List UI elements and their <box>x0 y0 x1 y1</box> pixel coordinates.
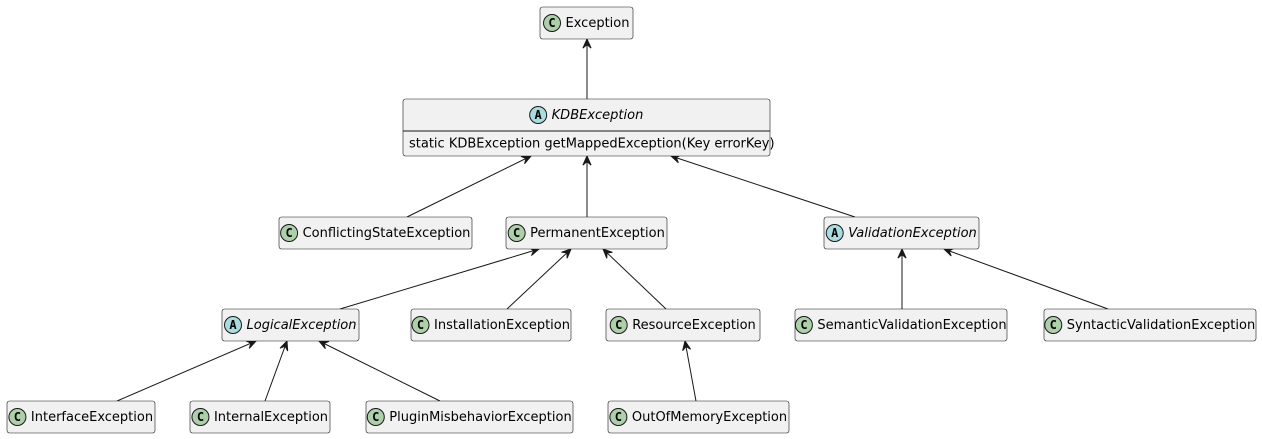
class-box <box>607 400 790 434</box>
class-name: SyntacticValidationException <box>1067 318 1255 333</box>
class-icon: C <box>8 408 27 426</box>
class-conflicting-state-exception: ConflictingStateException C <box>278 216 473 250</box>
arrowhead-icon <box>682 339 692 352</box>
svg-text:C: C <box>800 318 807 332</box>
class-icon: C <box>1044 316 1063 334</box>
arrowhead-icon <box>897 247 907 259</box>
svg-text:C: C <box>197 410 204 424</box>
inheritance-edge <box>669 154 856 218</box>
class-name: LogicalException <box>247 318 357 333</box>
svg-text:C: C <box>548 16 555 30</box>
arrowhead-icon <box>561 248 572 259</box>
class-box <box>505 216 668 250</box>
class-name: Exception <box>566 16 630 31</box>
arrowhead-icon <box>602 248 613 259</box>
class-name: InstallationException <box>434 318 570 333</box>
svg-text:C: C <box>14 410 21 424</box>
class-logical-exception: LogicalException A <box>221 308 360 342</box>
class-resource-exception: ResourceException C <box>605 308 761 342</box>
arrowhead-icon <box>582 154 592 166</box>
inheritance-edge <box>317 340 441 402</box>
svg-text:C: C <box>615 410 622 424</box>
class-name: InterfaceException <box>31 410 153 425</box>
class-box <box>221 308 360 342</box>
arrowhead-icon <box>279 339 289 352</box>
svg-text:C: C <box>513 226 520 240</box>
svg-text:C: C <box>1050 318 1057 332</box>
class-box <box>278 216 473 250</box>
inheritance-edge <box>264 339 289 402</box>
class-box <box>365 400 574 434</box>
class-box <box>6 400 156 434</box>
inheritance-edge <box>897 247 907 309</box>
inheritance-edge <box>406 155 533 218</box>
class-semantic-validation-exception: SemanticValidationException C <box>794 308 1008 342</box>
class-icon: C <box>366 408 385 426</box>
class-plugin-misbehavior-exception: PluginMisbehaviorException C <box>365 400 574 434</box>
class-box <box>402 98 771 157</box>
inheritance-edge <box>942 247 1109 310</box>
inheritance-edge <box>339 247 541 310</box>
class-box <box>539 6 634 40</box>
class-icon: C <box>794 316 813 334</box>
class-out-of-memory-exception: OutOfMemoryException C <box>607 400 790 434</box>
svg-text:C: C <box>417 318 424 332</box>
class-box <box>410 308 572 342</box>
class-name: SemanticValidationException <box>817 318 1006 333</box>
inheritance-edge <box>582 37 592 99</box>
class-member: static KDBException getMappedException(K… <box>409 137 775 152</box>
class-exception: Exception C <box>539 6 634 40</box>
arrowhead-icon <box>582 37 592 49</box>
class-icon: C <box>411 316 430 334</box>
inheritance-edge <box>506 248 572 310</box>
inheritance-edge <box>116 340 258 402</box>
class-name: ConflictingStateException <box>303 226 471 241</box>
inheritance-edge <box>682 339 697 402</box>
inheritance-edges <box>116 37 1109 402</box>
class-icon: C <box>191 408 210 426</box>
class-box <box>1043 308 1257 342</box>
class-box <box>605 308 761 342</box>
class-name: KDBException <box>552 108 644 123</box>
inheritance-edge <box>582 154 592 217</box>
class-interface-exception: InterfaceException C <box>6 400 156 434</box>
abstract-class-icon: A <box>224 316 242 334</box>
abstract-class-icon: A <box>825 224 844 242</box>
svg-text:A: A <box>535 108 543 122</box>
class-icon: C <box>609 408 628 426</box>
svg-text:A: A <box>831 226 839 240</box>
svg-text:C: C <box>285 226 292 240</box>
class-permanent-exception: PermanentException C <box>505 216 668 250</box>
abstract-class-icon: A <box>529 106 548 124</box>
class-icon: C <box>280 224 299 242</box>
class-name: InternalException <box>214 410 328 425</box>
class-icon: C <box>543 14 562 32</box>
class-name: PluginMisbehaviorException <box>389 410 571 425</box>
inheritance-edge <box>602 248 667 310</box>
svg-text:C: C <box>615 318 622 332</box>
class-name: ResourceException <box>632 318 756 333</box>
class-syntactic-validation-exception: SyntacticValidationException C <box>1043 308 1257 342</box>
class-box <box>189 400 331 434</box>
class-box <box>823 216 980 250</box>
svg-text:C: C <box>372 410 379 424</box>
class-name: ValidationException <box>848 226 977 241</box>
svg-text:A: A <box>229 318 237 332</box>
class-icon: C <box>609 316 628 334</box>
class-icon: C <box>507 224 526 242</box>
class-installation-exception: InstallationException C <box>410 308 572 342</box>
class-internal-exception: InternalException C <box>189 400 331 434</box>
class-name: OutOfMemoryException <box>632 410 787 425</box>
class-name: PermanentException <box>530 226 665 241</box>
class-validation-exception: ValidationException A <box>823 216 980 250</box>
